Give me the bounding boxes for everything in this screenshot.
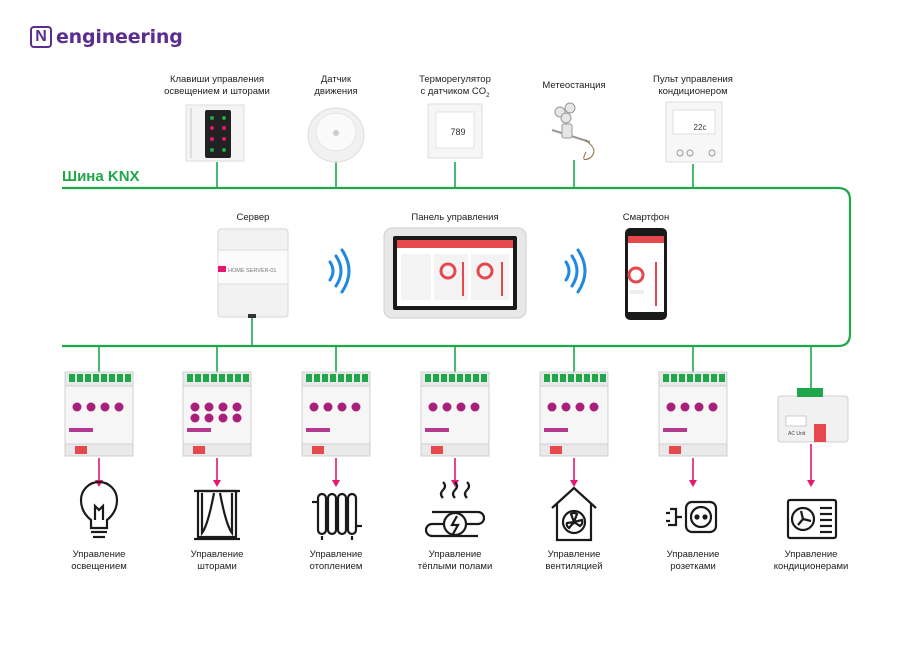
actuator-module	[64, 371, 134, 457]
bus-label: Шина KNX	[62, 168, 140, 185]
knx-bus-line	[62, 186, 852, 348]
wifi-icon-left	[328, 248, 351, 294]
actuator-module	[301, 371, 371, 457]
top-label-line2: освещением и шторами	[164, 86, 270, 97]
top-label-switches: Клавиши управления освещением и шторами	[157, 74, 277, 98]
actuator-module	[658, 371, 728, 457]
top-label-line1: Датчик	[320, 74, 352, 85]
socket-icon	[666, 500, 718, 534]
ac-remote-display: 22c	[694, 123, 707, 132]
actuator-module	[539, 371, 609, 457]
top-label-line1: Клавиши управления	[169, 74, 265, 85]
actuator-module	[182, 371, 252, 457]
floor-heating-icon	[424, 481, 486, 538]
thermostat-device: 789	[427, 103, 483, 159]
wifi-icon-right	[564, 248, 587, 294]
ventilation-icon	[551, 486, 597, 542]
logo-mark: N	[30, 26, 52, 48]
output-arrow-head	[570, 480, 578, 487]
server-screen-text: HOME SERVER-01	[228, 268, 277, 274]
actuator-module	[420, 371, 490, 457]
brand-logo: N engineering	[30, 26, 183, 48]
air-conditioner-icon	[786, 498, 838, 540]
top-label-thermostat: Терморегулятор с датчиком CO2	[400, 74, 510, 102]
switch-panel-device	[185, 104, 245, 162]
radiator-icon	[312, 492, 362, 540]
bottom-connectors	[98, 346, 812, 388]
top-label-weather-station: Метеостанция	[524, 80, 624, 92]
ac-remote-device: 22c	[665, 101, 723, 163]
ac-gateway-device: AC Unit	[777, 388, 849, 443]
output-arrow-head	[689, 480, 697, 487]
top-connectors	[216, 160, 694, 188]
top-label-line1: Пульт управления	[653, 74, 733, 85]
output-arrows	[95, 444, 815, 487]
actuator-modules	[64, 371, 728, 457]
logo-text: engineering	[56, 26, 183, 48]
output-arrow-head	[213, 480, 221, 487]
panel-label: Панель управления	[411, 212, 499, 223]
control-panel-device	[383, 227, 527, 319]
top-label-motion-sensor: Датчик движения	[286, 74, 386, 98]
output-arrow-head	[807, 480, 815, 487]
light-bulb-icon	[79, 480, 119, 539]
window-curtains-icon	[194, 489, 240, 541]
top-label-line1: Метеостанция	[542, 80, 606, 91]
top-label-line2: с датчиком CO2	[420, 86, 490, 99]
server-label: Сервер	[236, 212, 270, 223]
output-arrow-head	[332, 480, 340, 487]
top-label-line2: движения	[314, 86, 358, 97]
top-label-ac-remote: Пульт управления кондиционером	[638, 74, 748, 98]
top-label-line1: Терморегулятор	[419, 74, 491, 85]
weather-station-device	[551, 102, 595, 160]
smartphone-device	[625, 228, 667, 320]
top-label-line2: кондиционером	[658, 86, 728, 97]
motion-sensor-device	[307, 107, 365, 163]
phone-label: Смартфон	[622, 212, 670, 223]
ac-gateway-label: AC Unit	[788, 431, 806, 437]
server-device: HOME SERVER-01	[217, 228, 289, 318]
thermostat-display: 789	[450, 127, 465, 137]
